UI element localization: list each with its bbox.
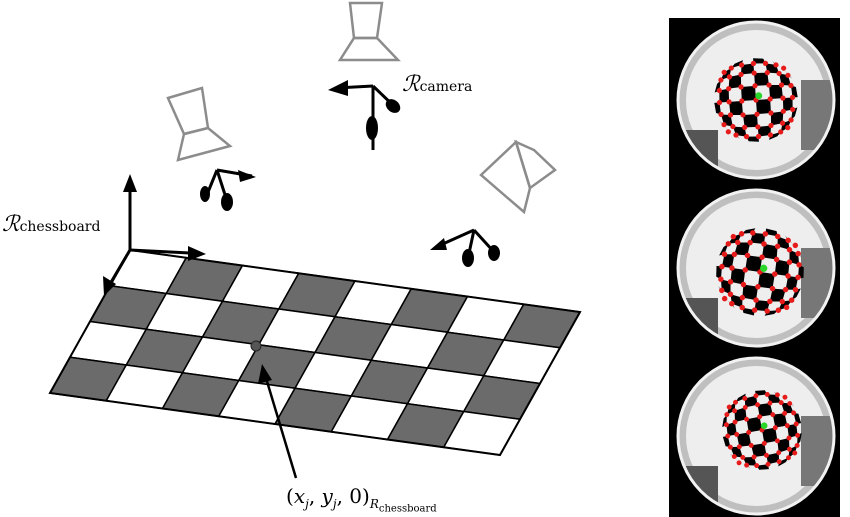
camera-frame-axes	[328, 80, 401, 150]
board-border	[48, 248, 582, 457]
fisheye-views	[676, 20, 836, 516]
fisheye-view	[676, 20, 836, 180]
camera-icon	[337, 1, 401, 62]
chessboard-frame-label: ℛchessboard	[2, 212, 101, 237]
fisheye-view	[676, 188, 836, 348]
point-marker	[250, 340, 262, 352]
fisheye-view	[676, 356, 836, 516]
chessboard-frame-axes	[103, 174, 206, 296]
point-pointer-arrow	[258, 364, 298, 479]
camera-frame-axes	[430, 228, 500, 267]
camera-frame-label: ℛcamera	[402, 72, 473, 97]
chessboard-plane	[48, 248, 582, 457]
camera-icon	[166, 86, 233, 162]
point-coordinates-label: (xj, yj, 0)Rchessboard	[286, 484, 437, 515]
camera-frame-axes	[200, 168, 256, 211]
camera-icon	[479, 139, 557, 215]
